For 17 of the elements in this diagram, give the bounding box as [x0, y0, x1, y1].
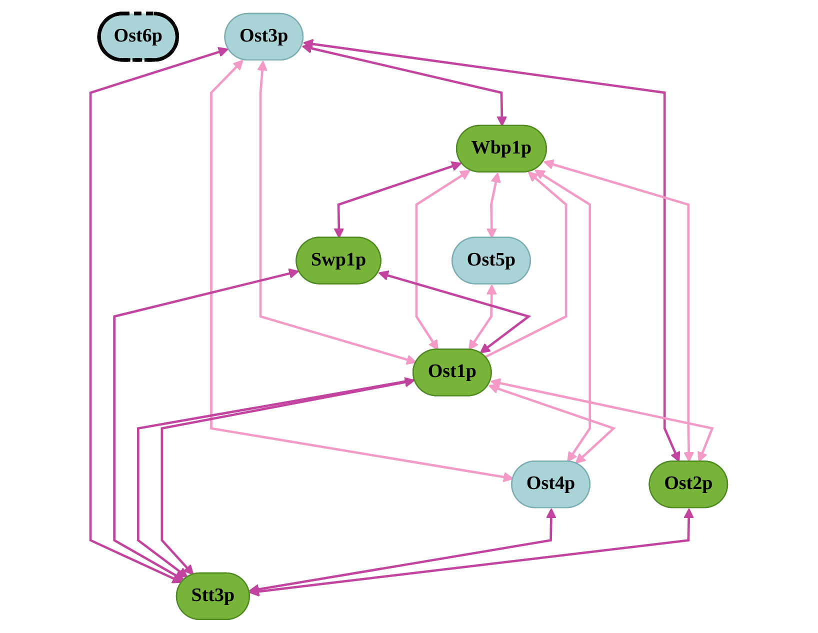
arrow — [488, 384, 616, 464]
arrow — [468, 284, 497, 350]
arrow — [302, 43, 508, 126]
arrow — [210, 60, 514, 482]
arrow — [490, 378, 714, 462]
arrow — [543, 159, 694, 462]
arrow — [113, 268, 300, 581]
arrow — [484, 172, 568, 358]
arrow — [534, 170, 591, 462]
arrow — [257, 60, 417, 365]
arrow — [334, 161, 462, 238]
arrow — [89, 46, 229, 584]
arrow — [378, 270, 532, 354]
arrow — [415, 170, 470, 350]
arrow — [302, 38, 680, 462]
arrow — [486, 172, 501, 238]
arrow — [249, 508, 694, 597]
